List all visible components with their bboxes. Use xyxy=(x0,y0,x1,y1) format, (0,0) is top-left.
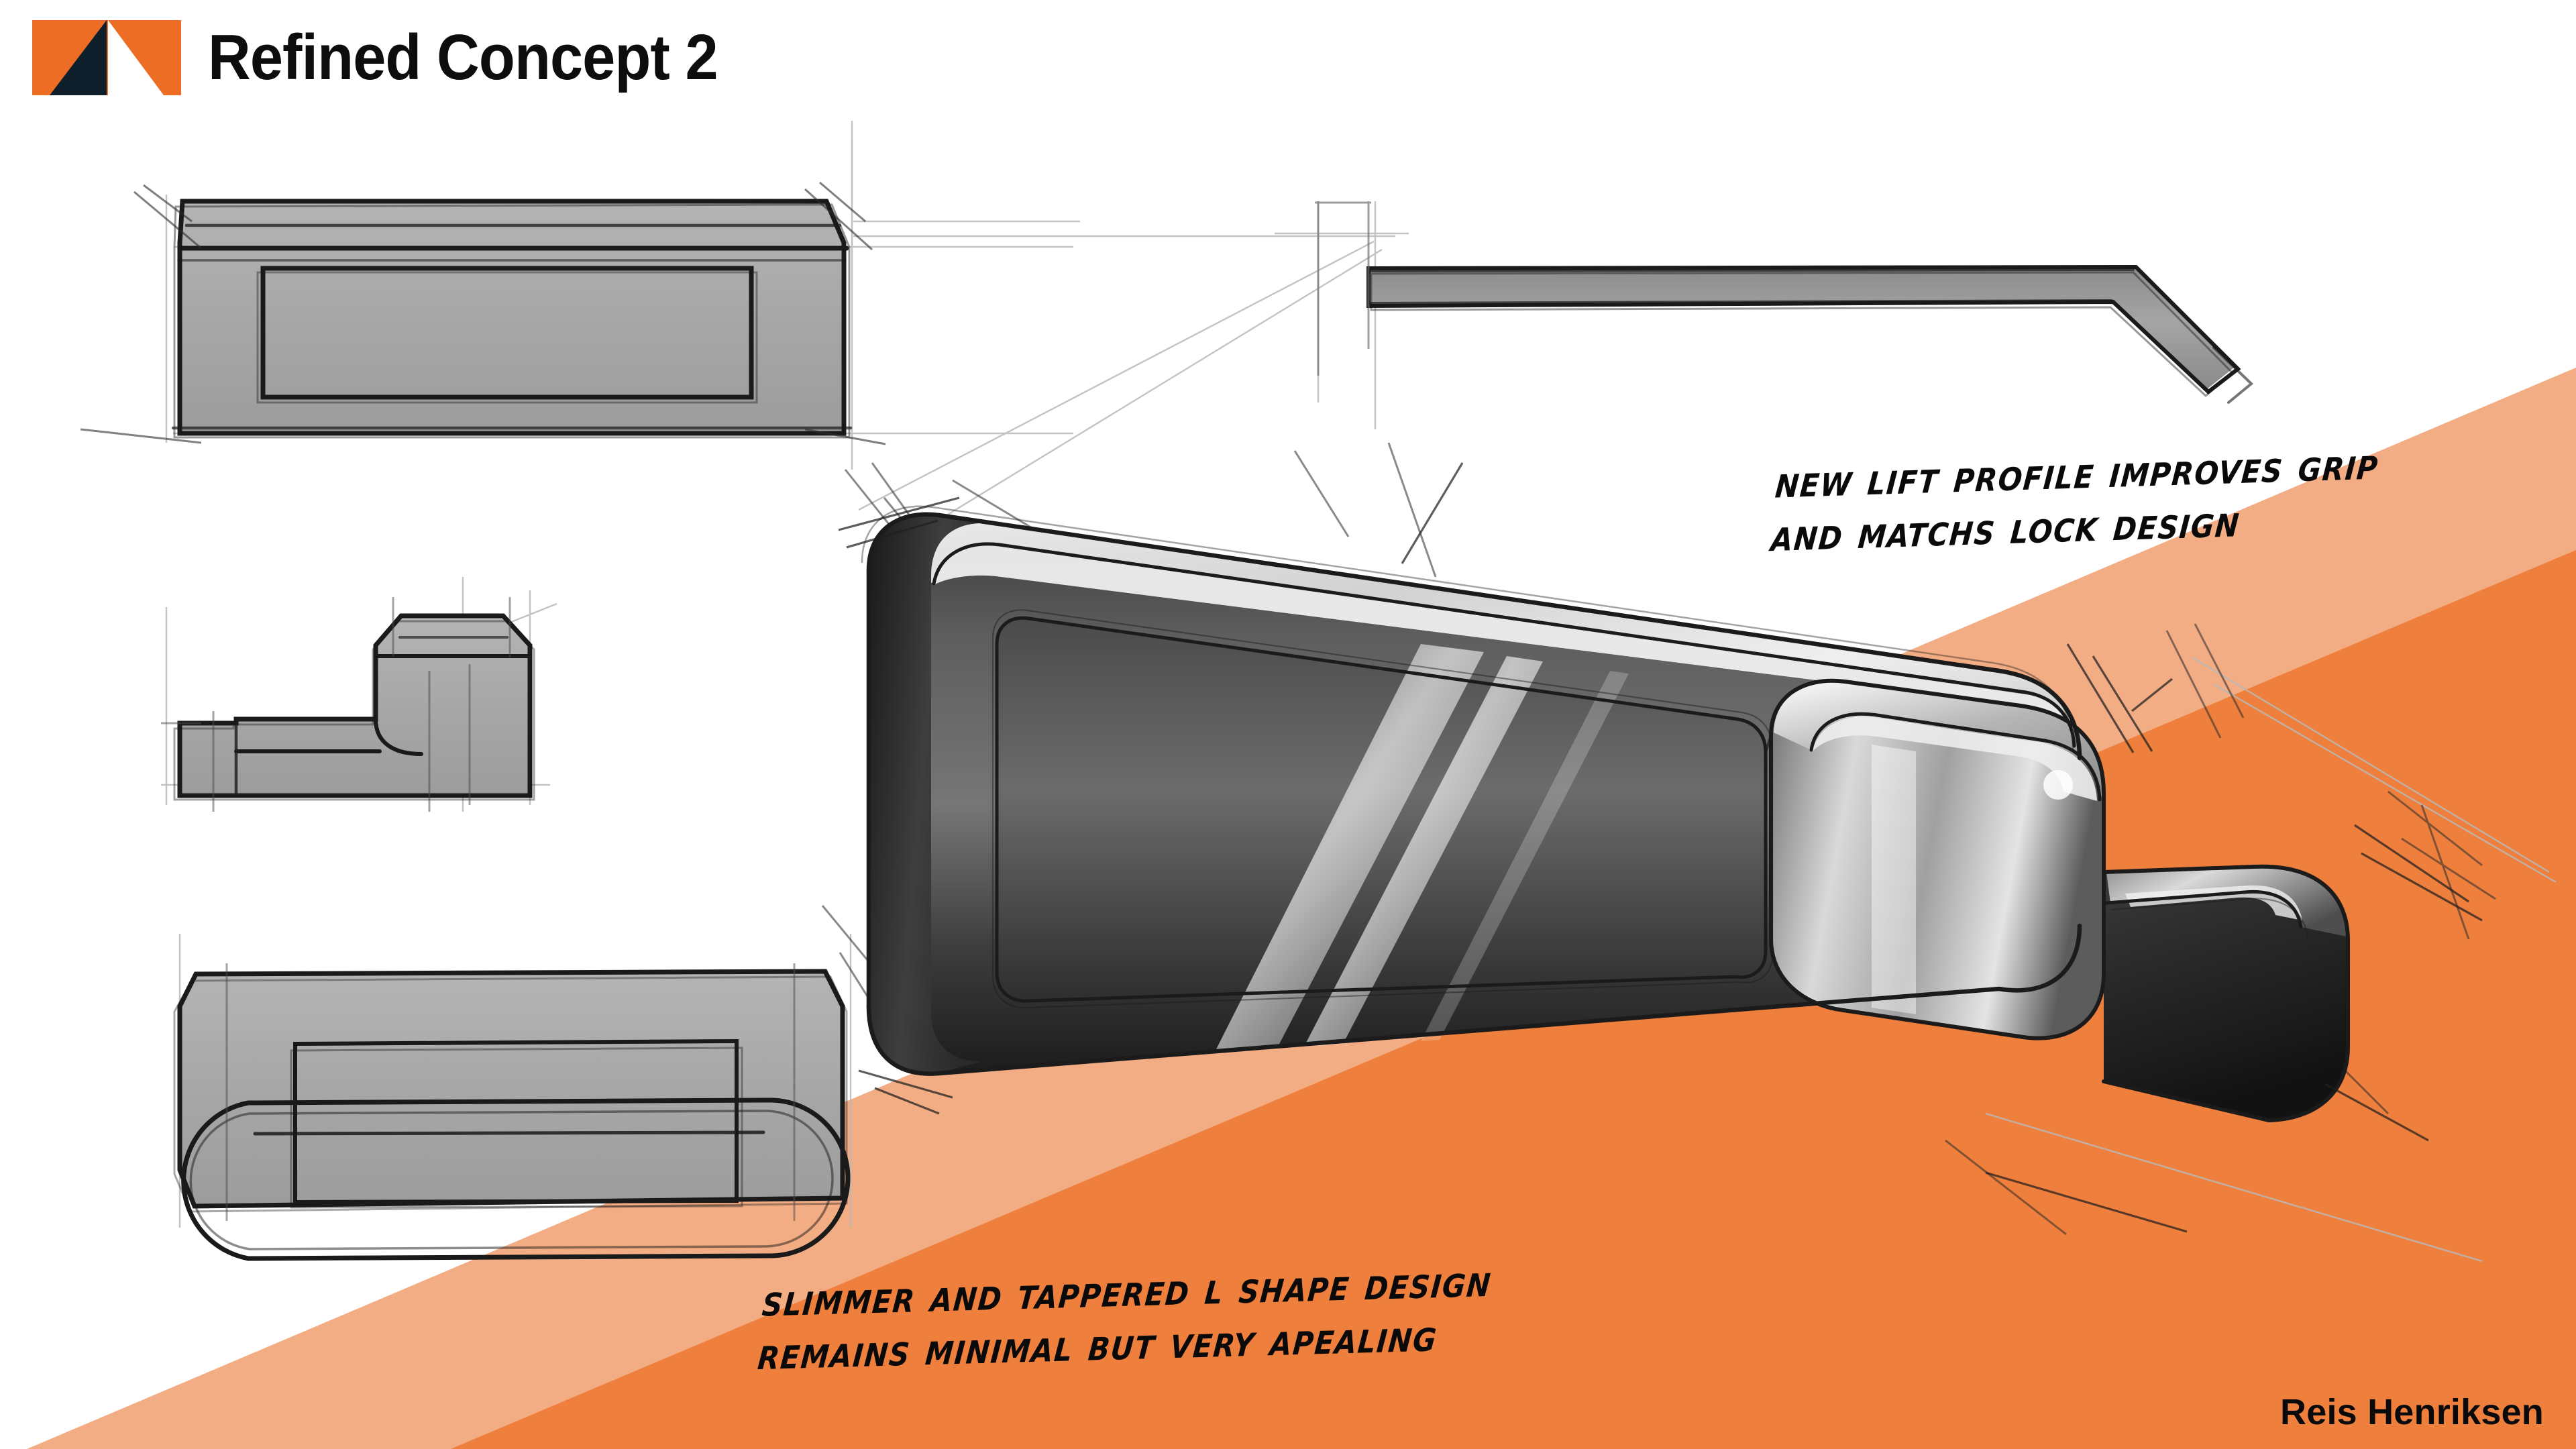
ortho-front-view xyxy=(80,181,886,445)
front-view-outline xyxy=(177,199,847,436)
hero-spec-stripe-c xyxy=(1421,671,1629,1041)
side-profile-fillet xyxy=(374,717,423,756)
lift-bar-detail-view xyxy=(1315,201,2254,404)
hero-body-top xyxy=(872,514,2080,757)
hero-chrome-head xyxy=(1771,680,2104,1038)
top-view-pill-seam xyxy=(253,1130,765,1136)
page-title: Refined Concept 2 xyxy=(208,21,718,93)
front-view-inner-panel xyxy=(260,266,754,400)
lift-bar-top-edge xyxy=(1367,268,2135,272)
top-view-pill-outline xyxy=(181,1097,851,1261)
annotation-lift-profile: New lift profile improves grip and match… xyxy=(1769,437,2381,562)
top-view-body xyxy=(180,971,843,1208)
hero-foot-step xyxy=(2104,866,2348,1120)
annotation-l-shape-design: Slimmer and tappered L shape design rema… xyxy=(755,1254,1494,1381)
hero-chrome-head-top xyxy=(1774,680,2104,800)
lift-bar-body xyxy=(1368,267,2234,389)
hero-foot-top-sheen xyxy=(2125,885,2302,920)
top-view-pill-ghost xyxy=(189,1110,834,1250)
lift-bar-outline-ghost xyxy=(1370,271,2235,398)
lift-bar-tip xyxy=(2212,346,2254,404)
hero-spec-stripe-b xyxy=(1304,656,1543,1046)
slide-header: Refined Concept 2 xyxy=(0,0,762,95)
hero-outline-strokes xyxy=(861,505,2350,1123)
hero-chrome-hotspot xyxy=(2043,770,2073,800)
side-profile-outline-ghost xyxy=(173,620,535,801)
side-profile-outline xyxy=(177,613,533,798)
mountain-peak-logo-icon xyxy=(32,20,181,95)
hero-left-end-cap xyxy=(869,514,986,1074)
front-view-inner-panel-ghost xyxy=(256,271,758,404)
logo-white-triangle xyxy=(108,20,164,95)
hero-chrome-highlight xyxy=(1872,745,1916,1014)
hero-overshoot-lines xyxy=(838,462,2483,1233)
hero-top-plate xyxy=(934,543,2076,749)
logo-navy-triangle xyxy=(50,20,107,95)
hero-spec-stripe-a xyxy=(1216,644,1484,1051)
top-view-inner-rect xyxy=(293,1038,739,1205)
hero-foot-top xyxy=(2106,866,2347,936)
ortho-side-profile-view xyxy=(161,597,535,812)
author-credit: Reis Henriksen xyxy=(2280,1392,2544,1432)
top-view-inner-rect-ghost xyxy=(290,1046,743,1209)
lift-bar-bottom-edge xyxy=(1370,299,2113,305)
top-view-outline-ghost xyxy=(173,975,848,1213)
ortho-top-view xyxy=(173,963,851,1261)
